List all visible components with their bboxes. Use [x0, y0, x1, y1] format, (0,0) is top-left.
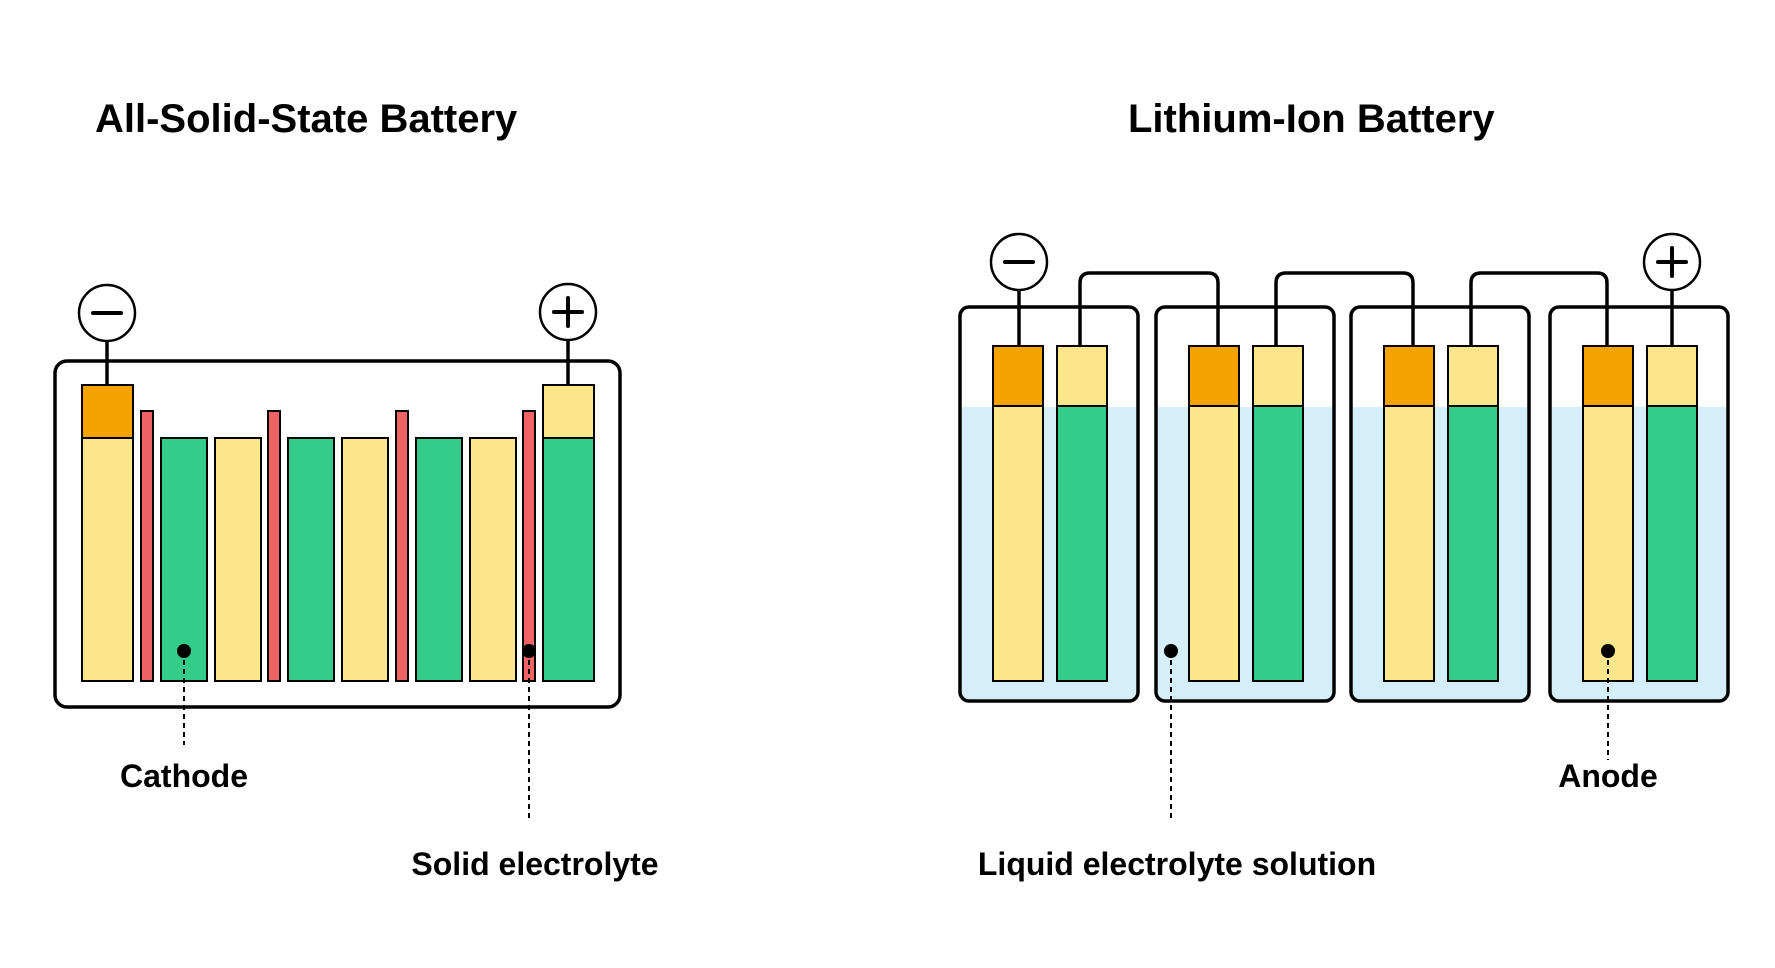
- anode-layer: [160, 437, 208, 682]
- negative-current-collector: [1188, 345, 1240, 407]
- cathode-layer: [214, 437, 262, 682]
- anode-layer: [1646, 405, 1698, 682]
- lithium-ion-battery: Lithium-Ion Battery: [958, 97, 1730, 882]
- solid-electrolyte-layer: [267, 410, 281, 682]
- minus-icon: [77, 283, 137, 343]
- cell-connector-wire: [1078, 271, 1220, 346]
- plus-icon: [1642, 232, 1702, 292]
- plus-icon: [538, 282, 598, 342]
- lithium-ion-title: Lithium-Ion Battery: [1128, 97, 1495, 141]
- solid-state-casing: [53, 359, 622, 709]
- solid-electrolyte-label: Solid electrolyte: [411, 846, 658, 882]
- anode-layer: [1056, 405, 1108, 682]
- liquid-electrolyte-fill: [1552, 407, 1726, 699]
- solid-electrolyte-layer: [395, 410, 409, 682]
- anode-layer: [287, 437, 335, 682]
- cathode-layer: [341, 437, 389, 682]
- li-ion-cell-1: [958, 305, 1140, 703]
- anode-layer: [542, 437, 595, 682]
- negative-current-collector: [1582, 345, 1634, 407]
- cathode-layer: [1582, 405, 1634, 682]
- solid-state-title: All-Solid-State Battery: [95, 97, 518, 141]
- cathode-layer: [469, 437, 517, 682]
- positive-current-collector: [1252, 345, 1304, 407]
- anode-label: Anode: [1558, 758, 1658, 794]
- li-ion-cell-2: [1154, 305, 1336, 703]
- cathode-layer: [1188, 405, 1240, 682]
- li-ion-cell-3: [1349, 305, 1531, 703]
- positive-current-collector: [1646, 345, 1698, 407]
- liquid-electrolyte-fill: [1353, 407, 1527, 699]
- negative-current-collector: [1383, 345, 1435, 407]
- solid-state-battery: All-Solid-State Battery: [53, 97, 659, 882]
- positive-current-collector: [1056, 345, 1108, 407]
- positive-current-collector: [1447, 345, 1499, 407]
- cathode-layer: [81, 437, 134, 682]
- cell-connector-wire: [1274, 271, 1415, 346]
- solid-electrolyte-layer: [140, 410, 154, 682]
- cathode-layer: [992, 405, 1044, 682]
- liquid-electrolyte-fill: [962, 407, 1136, 699]
- anode-layer: [1252, 405, 1304, 682]
- cathode-layer: [1383, 405, 1435, 682]
- liquid-electrolyte-fill: [1158, 407, 1332, 699]
- minus-icon: [989, 232, 1049, 292]
- liquid-electrolyte-label: Liquid electrolyte solution: [978, 846, 1376, 882]
- cell-connector-wire: [1469, 271, 1609, 346]
- solid-electrolyte-layer: [522, 410, 536, 682]
- li-ion-cell-4: [1548, 305, 1730, 703]
- negative-current-collector: [81, 384, 134, 439]
- negative-current-collector: [992, 345, 1044, 407]
- anode-layer: [415, 437, 463, 682]
- anode-layer: [1447, 405, 1499, 682]
- cathode-label: Cathode: [120, 758, 248, 794]
- positive-current-collector: [542, 384, 595, 439]
